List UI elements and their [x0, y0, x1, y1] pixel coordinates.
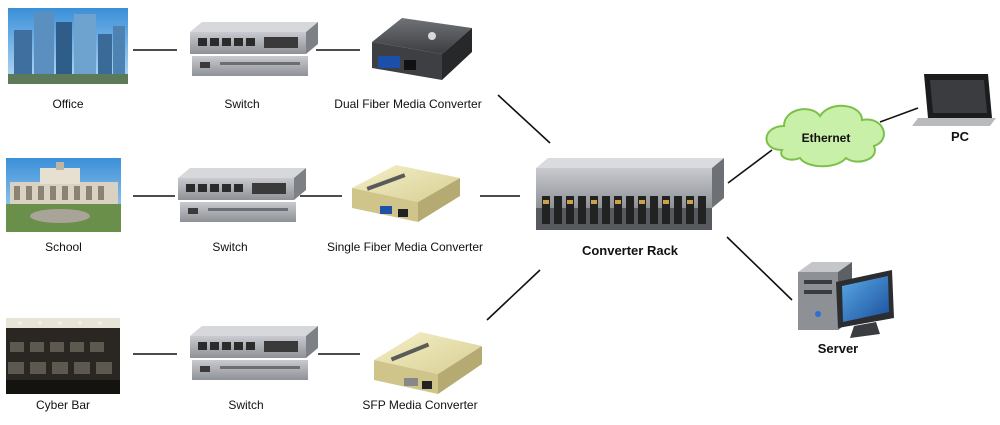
ethernet-cloud-icon	[765, 104, 885, 168]
line-cloud-pc	[879, 107, 919, 123]
switch-device-2	[178, 168, 306, 222]
sfp-converter-label: SFP Media Converter	[362, 398, 478, 412]
switch-label-2: Switch	[212, 240, 248, 254]
line-rack-server	[726, 236, 793, 301]
switch-label-3: Switch	[228, 398, 264, 412]
cyber-bar-label: Cyber Bar	[35, 398, 91, 412]
converter-rack-device	[536, 158, 724, 230]
laptop-icon	[912, 74, 996, 126]
line-sfp-rack	[486, 269, 541, 321]
connection-lines	[133, 49, 919, 355]
line-rack-cloud	[727, 149, 773, 184]
dual-fiber-converter-device	[372, 18, 472, 80]
school-label: School	[45, 240, 82, 254]
school-photo	[6, 158, 121, 232]
switch-label-1: Switch	[224, 97, 260, 111]
cyber-bar-photo	[6, 318, 120, 394]
server-icon	[798, 262, 894, 338]
single-fiber-converter-label: Single Fiber Media Converter	[326, 240, 484, 254]
pc-label: PC	[950, 129, 970, 144]
office-photo	[8, 8, 128, 84]
office-label: Office	[52, 97, 84, 111]
line-dual-rack	[497, 94, 551, 144]
switch-device-1	[190, 22, 318, 76]
dual-fiber-converter-label: Dual Fiber Media Converter	[334, 97, 482, 111]
ethernet-label: Ethernet	[801, 131, 851, 145]
single-fiber-converter-device	[352, 165, 460, 222]
sfp-converter-device	[374, 332, 482, 394]
switch-device-3	[190, 326, 318, 380]
converter-rack-label: Converter Rack	[581, 243, 679, 258]
server-label: Server	[817, 341, 859, 356]
